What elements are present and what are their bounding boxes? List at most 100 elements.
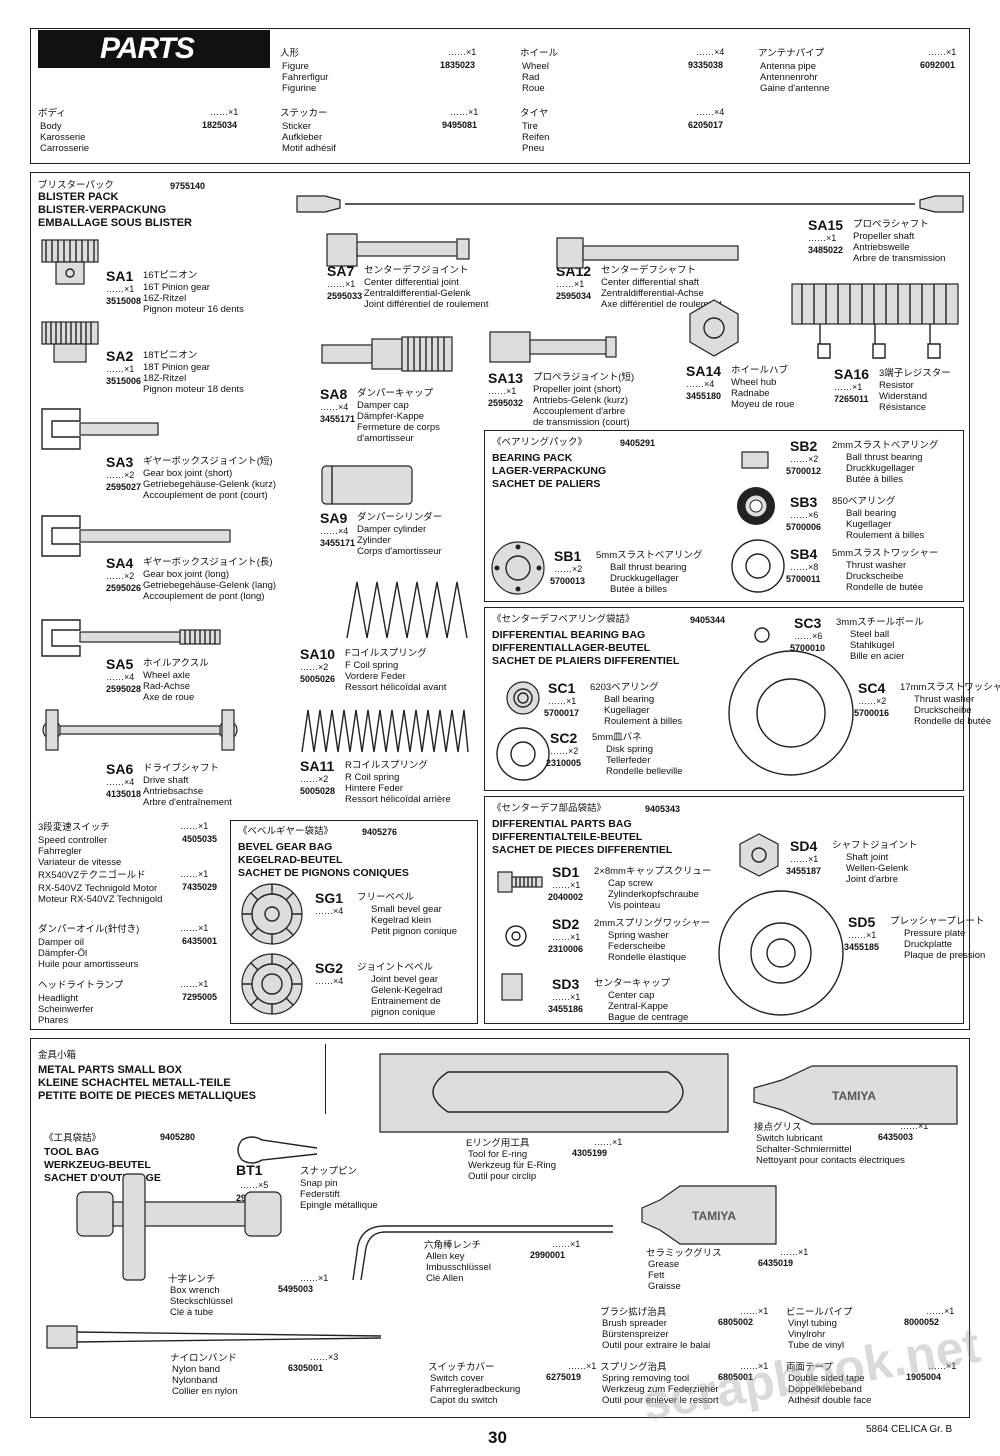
sc-part-name-line: Tellerfeder: [606, 755, 651, 766]
sd-part-qty: ……×1: [552, 932, 581, 942]
tool-name-line: Box wrench: [170, 1285, 220, 1296]
tool-qty: ……×1: [926, 1306, 955, 1316]
sc-part-name-line: Ball bearing: [604, 694, 655, 705]
blister-section-box: [30, 172, 970, 1030]
tool-name-line: Werkzeug zum Federzieher: [602, 1384, 719, 1395]
sg-part-name-line: Small bevel gear: [371, 904, 442, 915]
misc-part-jp: 3段変速スイッチ: [38, 822, 110, 833]
tool-qty: ……×1: [552, 1239, 581, 1249]
bevel-gear-bag-box: [230, 820, 478, 1024]
top-part-name-line: Aufkleber: [282, 132, 323, 143]
parts-header-box: [30, 28, 970, 164]
sa-part-name-line: Damper cylinder: [357, 524, 427, 535]
sc-part-jp: 17mmスラストワッシャー: [900, 682, 1000, 693]
tool-name-line: Fahrregleradbeckung: [430, 1384, 521, 1395]
sc4-thrust-washer-illustration: [728, 650, 854, 776]
sc-part-number: 5700017: [544, 708, 580, 718]
top-part-qty: ……×4: [696, 47, 725, 57]
sd-part-qty: ……×1: [552, 880, 581, 890]
sa-part-number: 2595027: [106, 482, 142, 492]
sa-part-code: SA3: [106, 454, 134, 470]
top-part-name-line: Reifen: [522, 132, 550, 143]
sd-part-name-line: Center cap: [608, 990, 655, 1001]
sc-part-number: 5700010: [790, 643, 826, 653]
sd-part-jp: センターキャップ: [594, 978, 671, 989]
sc-part-qty: ……×2: [858, 696, 887, 706]
sa-part-jp: プロペラジョイント(短): [533, 372, 635, 383]
sd-part-name-line: Plaque de pression: [904, 950, 986, 961]
sa-part-jp: 3端子レジスター: [879, 368, 951, 379]
top-part-name-line: Carrosserie: [40, 143, 90, 154]
sd-part-name-line: Vis pointeau: [608, 900, 661, 911]
sa-part-name-line: Arbre d'entraînement: [143, 797, 232, 808]
sd1-cap-screw-illustration: [497, 871, 543, 893]
sb-part-number: 5700011: [786, 574, 821, 584]
top-part-name-line: Antennenrohr: [760, 72, 818, 83]
sa-part-code: SA11: [300, 758, 335, 774]
sg-part-name-line: Joint bevel gear: [371, 974, 439, 985]
misc-part-name-line: RX-540VZ Technigold Motor: [38, 883, 158, 894]
sa-part-qty: ……×4: [106, 672, 135, 682]
misc-part-qty: ……×1: [180, 869, 209, 879]
page-number: 30: [488, 1428, 507, 1447]
svg-text:TAMIYA: TAMIYA: [832, 1089, 876, 1103]
sc-part-name-line: Druckscheibe: [914, 705, 972, 716]
tool-qty: ……×1: [740, 1306, 769, 1316]
gearbox-joint-short-illustration: [41, 408, 159, 450]
top-part-jp: ボディ: [38, 108, 66, 119]
tool-number: 1905004: [906, 1372, 942, 1382]
propeller-shaft-illustration: [296, 195, 964, 213]
sa-part-name-line: de transmission (court): [533, 417, 630, 428]
sd-part-code: SD4: [790, 838, 818, 854]
misc-part-name-line: Variateur de vitesse: [38, 857, 122, 868]
sa-part-number: 2595033: [327, 291, 363, 301]
diff-bearing-bag-number: 9405344: [690, 615, 726, 625]
sa-part-qty: ……×1: [834, 382, 863, 392]
center-diff-joint-illustration: [326, 233, 470, 267]
sd-part-jp: 2×8mmキャップスクリュー: [594, 866, 712, 877]
sc-part-qty: ……×1: [548, 696, 577, 706]
bt1-qty: ……×5: [240, 1180, 269, 1190]
sa-part-qty: ……×4: [686, 379, 715, 389]
bt1-name-line: Federstift: [300, 1189, 340, 1200]
parts-title: PARTS: [100, 32, 195, 65]
misc-part-number: 6435001: [182, 936, 218, 946]
tool-name-line: Doppelklebeband: [788, 1384, 862, 1395]
snap-pin-illustration: [237, 1136, 318, 1164]
gearbox-joint-long-illustration: [41, 515, 231, 557]
f-coil-spring-illustration: [346, 581, 468, 639]
diff-bearing-bag-box: [484, 607, 964, 791]
sa-part-name-line: Drive shaft: [143, 775, 189, 786]
top-part-number: 1835023: [440, 60, 476, 70]
sb-part-code: SB4: [790, 546, 818, 562]
sa-part-name-line: Accouplement d'arbre: [533, 406, 626, 417]
sa-part-number: 2595032: [488, 398, 524, 408]
top-part-number: 9495081: [442, 120, 478, 130]
drive-shaft-illustration: [42, 709, 238, 751]
sg1-bevel-gear-illustration: [241, 883, 303, 945]
sb-part-number: 5700006: [786, 522, 822, 532]
tool-jp: 六角棒レンチ: [424, 1240, 482, 1251]
misc-part-jp: ヘッドライトランプ: [38, 980, 124, 991]
sa-part-name-line: Damper cap: [357, 400, 409, 411]
sa-part-number: 2595026: [106, 583, 142, 593]
sa-part-code: SA7: [327, 263, 355, 279]
misc-part-name-line: Huile pour amortisseurs: [38, 959, 139, 970]
sa-part-name-line: Center differential joint: [364, 277, 459, 288]
sa-part-qty: ……×1: [808, 233, 837, 243]
tool-name-line: Capot du switch: [430, 1395, 498, 1406]
top-part-name-line: Figure: [282, 61, 309, 72]
sa-part-jp: ギヤーボックスジョイント(短): [143, 456, 273, 467]
tool-qty: ……×1: [780, 1247, 809, 1257]
tool-name-line: Imbusschlüssel: [426, 1262, 491, 1273]
tool-name-line: Clé à tube: [170, 1307, 214, 1318]
